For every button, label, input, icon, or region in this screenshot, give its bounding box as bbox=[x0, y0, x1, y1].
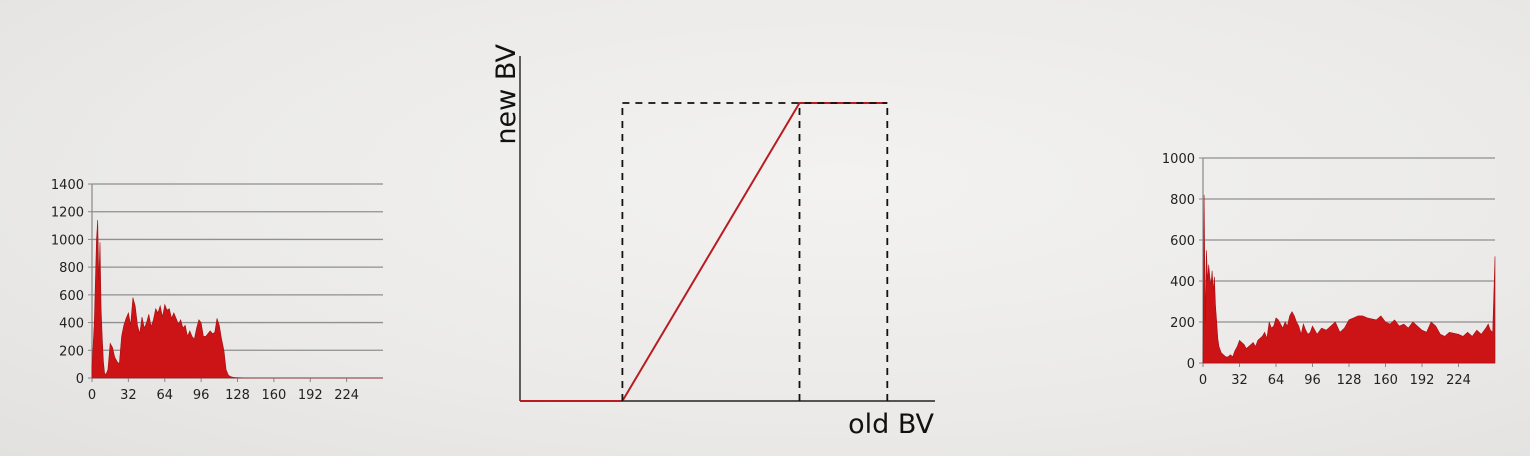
x-tick-label: 192 bbox=[298, 388, 323, 403]
histogram-area bbox=[91, 219, 383, 379]
x-tick-label: 160 bbox=[1373, 373, 1398, 388]
x-tick-label: 192 bbox=[1410, 373, 1435, 388]
y-tick-label: 800 bbox=[1170, 193, 1195, 208]
histogram-before: 0 200 400 600 800 1000 1200 1400 0 32 64 96 128 160 19… bbox=[51, 178, 383, 403]
x-tick-label: 128 bbox=[225, 388, 250, 403]
y-tick-label: 0 bbox=[1187, 357, 1195, 372]
x-tick-label: 224 bbox=[334, 388, 359, 403]
y-tick-label: 200 bbox=[1170, 316, 1195, 331]
y-tick-label: 1000 bbox=[1162, 152, 1195, 167]
y-tick-label: 600 bbox=[1170, 234, 1195, 249]
y-tick-label: 600 bbox=[59, 289, 84, 304]
x-tick-label: 224 bbox=[1446, 373, 1471, 388]
y-axis-label: new BV bbox=[491, 43, 522, 144]
y-tick-label: 400 bbox=[1170, 275, 1195, 290]
y-tick-label: 1000 bbox=[51, 233, 84, 248]
x-tick-label: 0 bbox=[88, 388, 96, 403]
y-tick-label: 1400 bbox=[51, 178, 84, 193]
x-tick-label: 32 bbox=[1231, 373, 1248, 388]
contrast-stretch-transfer-function: old BV new BV bbox=[491, 43, 935, 440]
x-tick-label: 64 bbox=[1268, 373, 1285, 388]
x-tick-label: 32 bbox=[120, 388, 137, 403]
histogram-area bbox=[1202, 194, 1496, 364]
y-tick-label: 800 bbox=[59, 261, 84, 276]
x-tick-label: 160 bbox=[261, 388, 286, 403]
x-tick-label: 96 bbox=[193, 388, 210, 403]
x-tick-label: 128 bbox=[1337, 373, 1362, 388]
y-tick-label: 1200 bbox=[51, 206, 84, 221]
y-tick-label: 400 bbox=[59, 317, 84, 332]
transfer-function-line bbox=[520, 102, 888, 402]
histogram-after: 0 200 400 600 800 1000 0 32 64 96 128 160 192 224 bbox=[1162, 152, 1496, 388]
x-tick-label: 64 bbox=[156, 388, 173, 403]
x-tick-label: 96 bbox=[1304, 373, 1321, 388]
y-tick-label: 0 bbox=[76, 372, 84, 387]
x-tick-label: 0 bbox=[1199, 373, 1207, 388]
x-axis-label: old BV bbox=[848, 409, 934, 440]
y-tick-label: 200 bbox=[59, 344, 84, 359]
